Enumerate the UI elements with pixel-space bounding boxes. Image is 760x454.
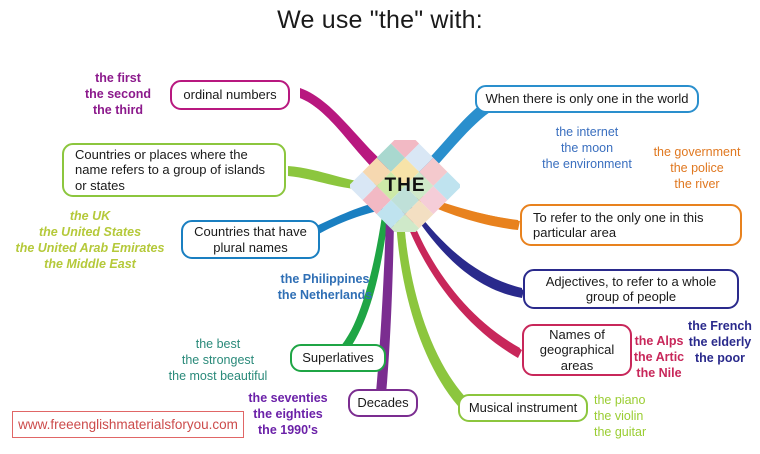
node-geographical-areas[interactable]: Names of geographical areas	[522, 324, 632, 376]
examples-world: the internet the moon the environment	[542, 125, 632, 171]
examples-plural: the Philippines the Netherlands	[277, 272, 373, 302]
examples-instruments: the piano the violin the guitar	[594, 393, 647, 439]
node-adjectives-group[interactable]: Adjectives, to refer to a whole group of…	[523, 269, 739, 309]
node-decades[interactable]: Decades	[348, 389, 418, 417]
examples-geographical: the Alps the Artic the Nile	[633, 334, 685, 380]
node-ordinal-numbers[interactable]: ordinal numbers	[170, 80, 290, 110]
node-particular-area[interactable]: To refer to the only one in this particu…	[520, 204, 742, 246]
examples-people: the French the elderly the poor	[688, 319, 752, 365]
examples-area: the government the police the river	[653, 145, 741, 191]
examples-islands: the UK the United States the United Arab…	[15, 209, 165, 271]
node-musical-instrument[interactable]: Musical instrument	[458, 394, 588, 422]
center-diamond	[350, 140, 460, 232]
node-countries-plural[interactable]: Countries that have plural names	[181, 220, 320, 259]
node-countries-islands[interactable]: Countries or places where the name refer…	[62, 143, 286, 197]
footer-url[interactable]: www.freeenglishmaterialsforyou.com	[12, 411, 244, 438]
node-superlatives[interactable]: Superlatives	[290, 344, 386, 372]
branch-musical-instrument	[398, 220, 466, 402]
examples-ordinal: the first the second the third	[85, 71, 151, 117]
node-only-one-world[interactable]: When there is only one in the world	[475, 85, 699, 113]
branch-adjectives	[410, 206, 522, 294]
examples-decades: the seventies the eighties the 1990's	[248, 391, 328, 437]
examples-superlatives: the best the strongest the most beautifu…	[168, 337, 268, 383]
page-title: We use "the" with:	[277, 6, 483, 34]
